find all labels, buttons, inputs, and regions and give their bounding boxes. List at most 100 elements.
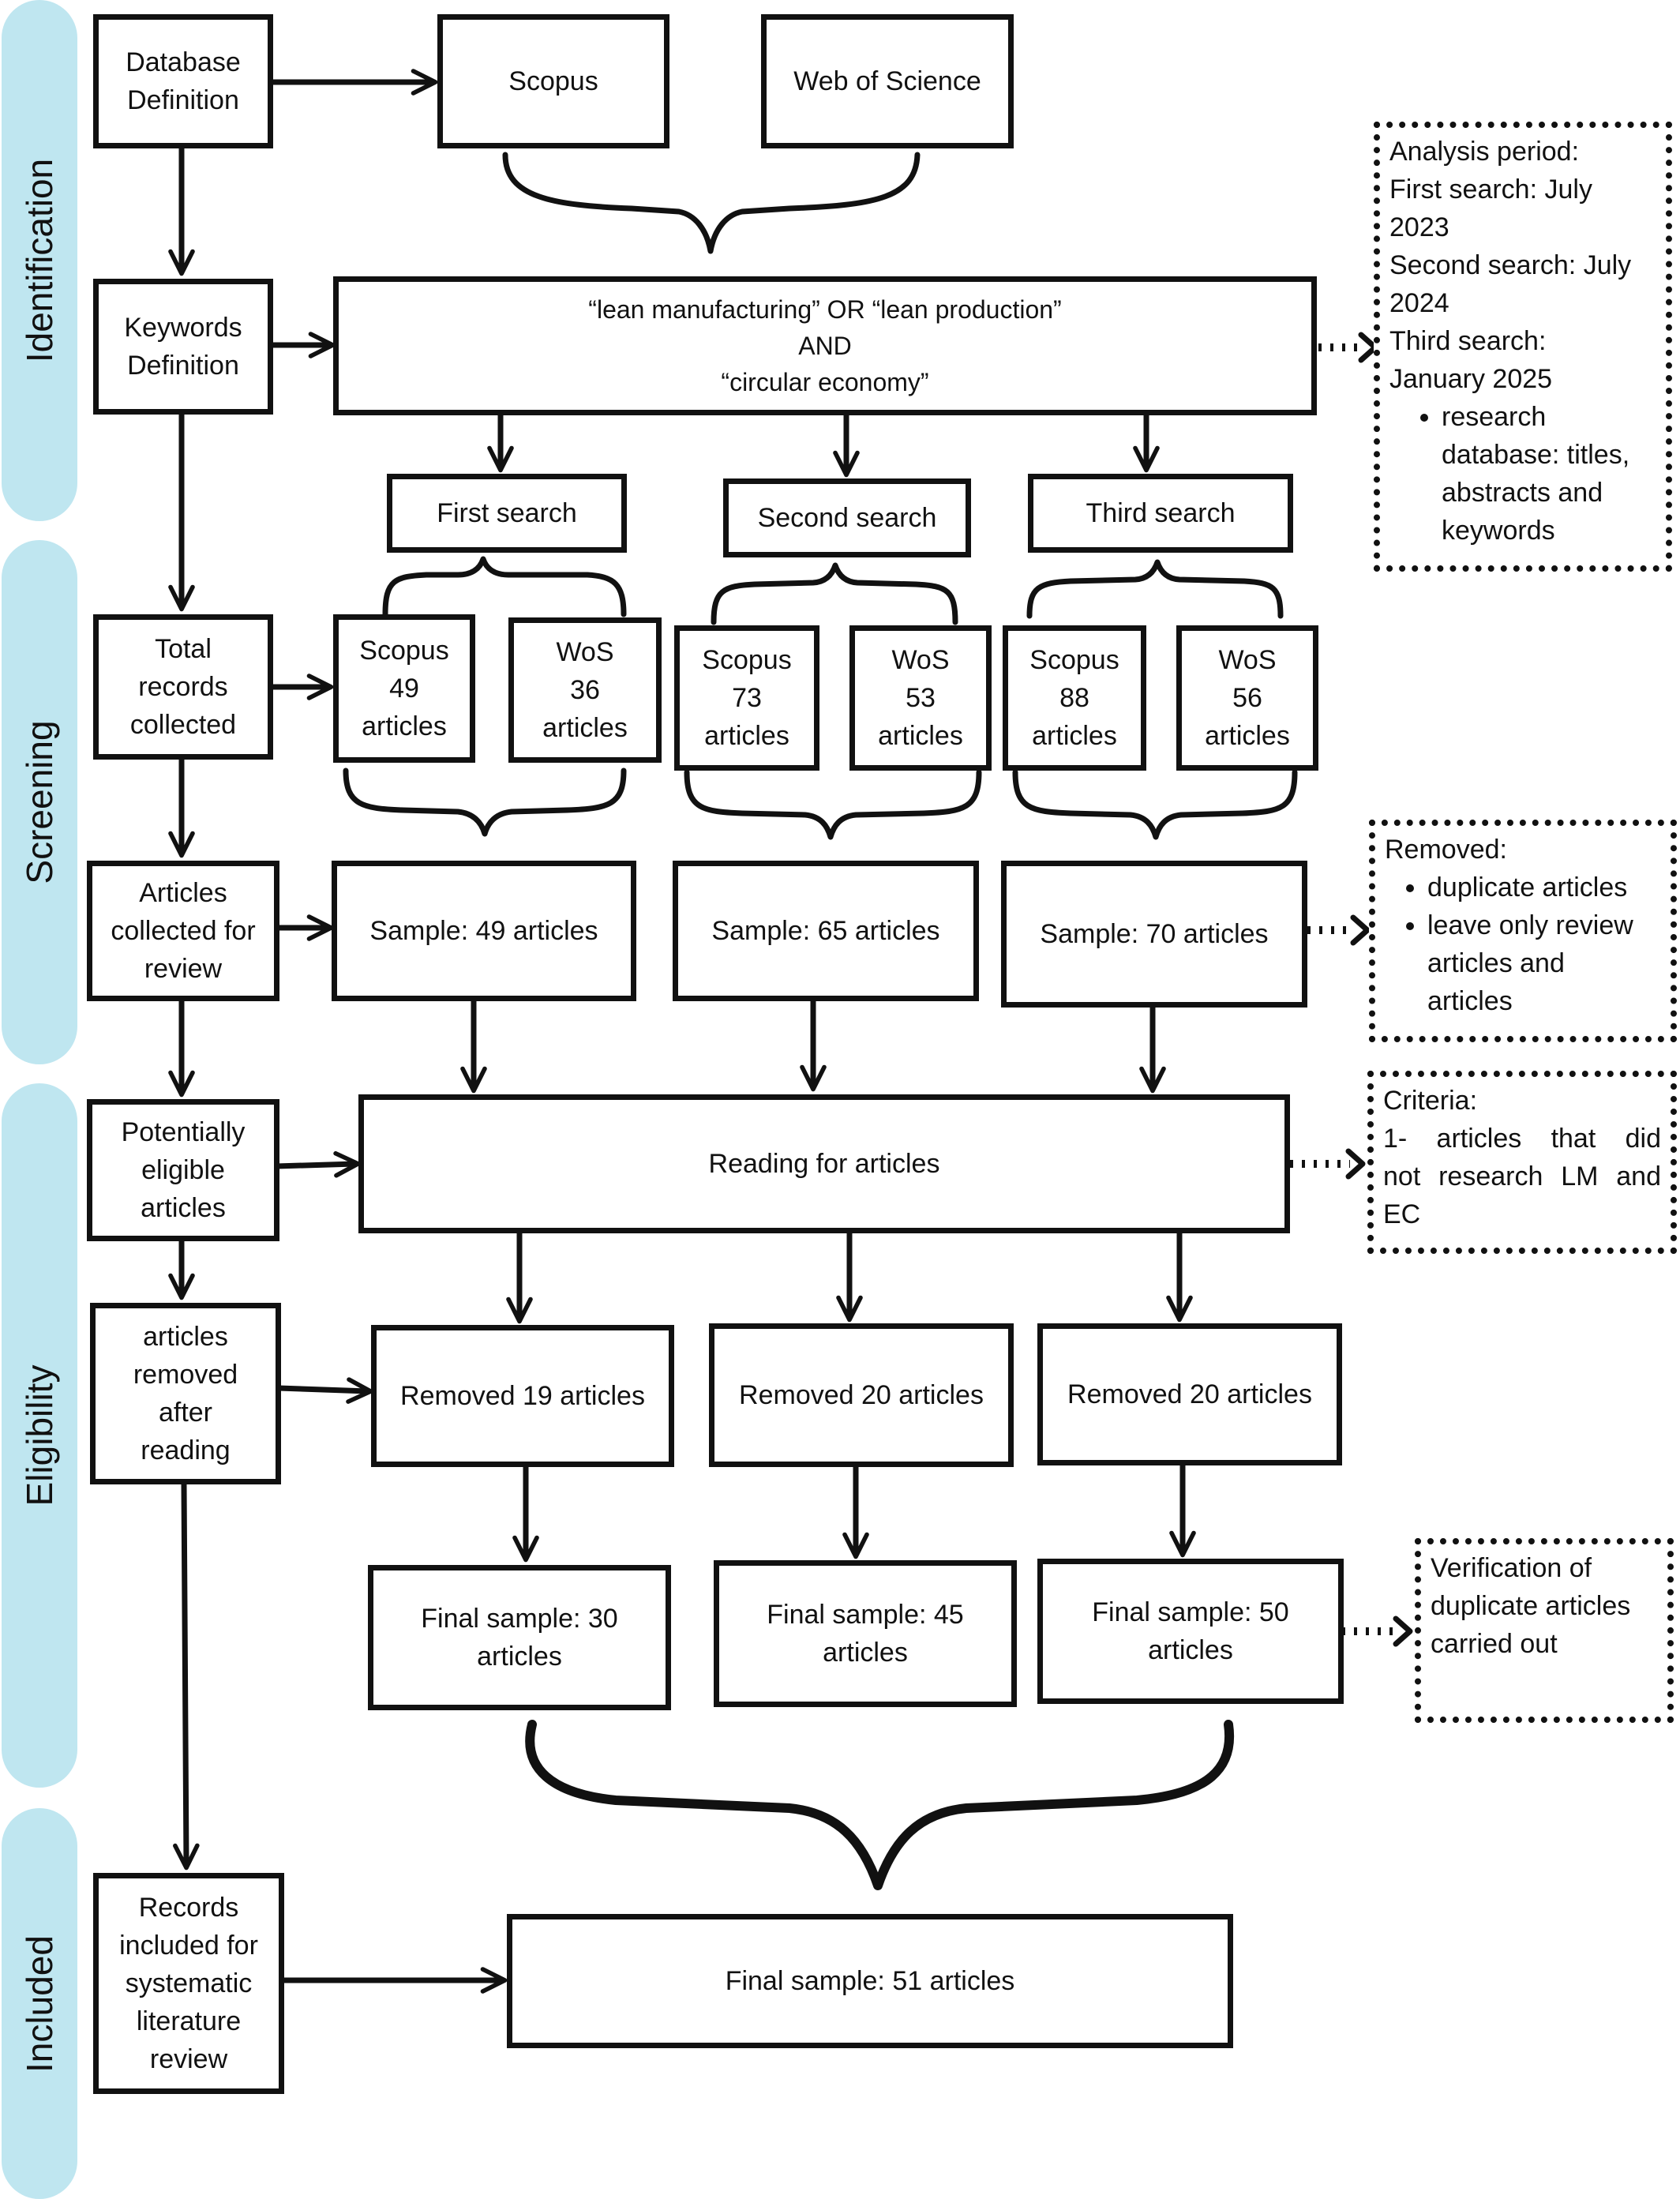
sample-third-box: Sample: 70 articles [1001, 861, 1307, 1008]
first-wos-line-2: 36 [570, 675, 600, 705]
third-wos-line-1: WoS [1218, 645, 1277, 675]
removed-third-box: Removed 20 articles [1037, 1323, 1342, 1465]
removed-first-label: Removed 19 articles [400, 1381, 645, 1411]
final-sample-total-box: Final sample: 51 articles [507, 1914, 1233, 2048]
records-included-line-3: systematic [125, 1968, 253, 1998]
analysis-line-2: First search: July [1389, 174, 1592, 205]
removed-note-bullet-1-text: duplicate articles [1427, 872, 1628, 902]
potentially-eligible-line-3: articles [141, 1193, 226, 1223]
third-scopus-line-1: Scopus [1029, 645, 1119, 675]
second-scopus-line-2: 73 [732, 683, 762, 713]
records-included-line-5: review [149, 2044, 228, 2074]
removed-note-title: Removed: [1385, 835, 1507, 865]
first-scopus-line-1: Scopus [359, 636, 449, 666]
removed-first-box: Removed 19 articles [371, 1325, 674, 1467]
removed-note-bullet-2-line-1: leave only review [1427, 910, 1633, 940]
potentially-eligible-line-2: eligible [141, 1155, 225, 1185]
analysis-bullet-line-1: research [1442, 402, 1547, 432]
dotted-arrowhead-criteria [1345, 1148, 1366, 1180]
search-query-box: “lean manufacturing” OR “lean production… [333, 276, 1317, 415]
database-definition-line-1: Database [126, 47, 241, 77]
verification-line-1: Verification of [1431, 1553, 1592, 1583]
web-of-science-database-box: Web of Science [761, 14, 1014, 148]
criteria-note: Criteria: 1- articles that did not resea… [1367, 1071, 1677, 1254]
brace-second-search [711, 562, 958, 625]
third-wos-line-3: articles [1205, 721, 1290, 751]
sample-second-label: Sample: 65 articles [711, 916, 940, 946]
arrow-potentially-to-reading [273, 1150, 361, 1178]
sample-first-box: Sample: 49 articles [332, 861, 636, 1001]
sample-second-box: Sample: 65 articles [673, 861, 979, 1001]
removed-note: Removed: duplicate articles leave only r… [1369, 820, 1677, 1042]
analysis-line-4: Second search: July [1389, 250, 1632, 280]
records-included-line-1: Records [138, 1893, 239, 1923]
first-scopus-line-2: 49 [389, 674, 419, 704]
removed-note-bullet-2-line-3: articles [1427, 986, 1513, 1016]
scopus-database-box: Scopus [437, 14, 669, 148]
brace-databases [502, 152, 921, 254]
final-first-line-1: Final sample: 30 [421, 1604, 618, 1634]
verification-line-3: carried out [1431, 1629, 1558, 1659]
brace-third-records [1012, 769, 1298, 840]
web-of-science-database-label: Web of Science [793, 66, 981, 96]
brace-first-records [343, 767, 627, 837]
analysis-line-7: January 2025 [1389, 364, 1553, 394]
removed-second-box: Removed 20 articles [709, 1323, 1014, 1467]
dotted-arrowhead-removed-note [1350, 914, 1371, 946]
articles-removed-line-1: articles [143, 1322, 228, 1352]
final-third-line-2: articles [1148, 1635, 1233, 1665]
phase-band-identification: Identification [2, 0, 77, 521]
analysis-bullet-line-4: keywords [1442, 516, 1555, 546]
first-search-box: First search [387, 474, 627, 553]
third-search-box: Third search [1028, 474, 1293, 553]
total-records-line-1: Total [155, 634, 212, 664]
second-search-box: Second search [723, 478, 971, 557]
articles-collected-line-1: Articles [139, 878, 227, 908]
final-first-line-2: articles [477, 1642, 562, 1672]
articles-removed-line-3: after [158, 1398, 213, 1428]
removed-note-bullet-2: leave only review articles and articles [1427, 906, 1661, 1020]
removed-note-bullets: duplicate articles leave only review art… [1385, 869, 1661, 1020]
analysis-bullet-line-3: abstracts and [1442, 478, 1603, 508]
articles-removed-line-4: reading [141, 1435, 231, 1465]
phase-band-screening: Screening [2, 540, 77, 1064]
reading-for-articles-box: Reading for articles [358, 1094, 1290, 1233]
second-search-label: Second search [757, 503, 937, 533]
analysis-line-5: 2024 [1389, 288, 1449, 318]
second-wos-line-1: WoS [891, 645, 950, 675]
brace-second-records [684, 769, 982, 840]
records-included-line-4: literature [136, 2006, 242, 2036]
articles-collected-line-3: review [144, 954, 223, 984]
third-search-label: Third search [1086, 498, 1236, 528]
analysis-bullet: research database: titles, abstracts and… [1442, 398, 1656, 550]
analysis-bullet-list: research database: titles, abstracts and… [1389, 398, 1656, 550]
criteria-note-title: Criteria: [1383, 1086, 1478, 1116]
sample-first-label: Sample: 49 articles [369, 916, 598, 946]
removed-third-label: Removed 20 articles [1067, 1379, 1312, 1409]
database-definition-line-2: Definition [127, 85, 239, 115]
third-scopus-line-2: 88 [1059, 683, 1089, 713]
keywords-definition-line-2: Definition [127, 351, 239, 381]
articles-collected-line-2: collected for [111, 916, 256, 946]
brace-final-samples [525, 1720, 1235, 1890]
third-wos-line-2: 56 [1232, 683, 1262, 713]
articles-collected-box: Articles collected for review [87, 861, 279, 1001]
criteria-line-3: EC [1383, 1199, 1421, 1229]
second-wos-line-2: 53 [906, 683, 936, 713]
analysis-line-1: Analysis period: [1389, 137, 1580, 167]
phase-band-eligibility: Eligibility [2, 1083, 77, 1788]
query-line-3: “circular economy” [721, 368, 929, 396]
first-scopus-line-3: articles [362, 711, 447, 741]
dotted-arrowhead-verification [1393, 1615, 1413, 1647]
